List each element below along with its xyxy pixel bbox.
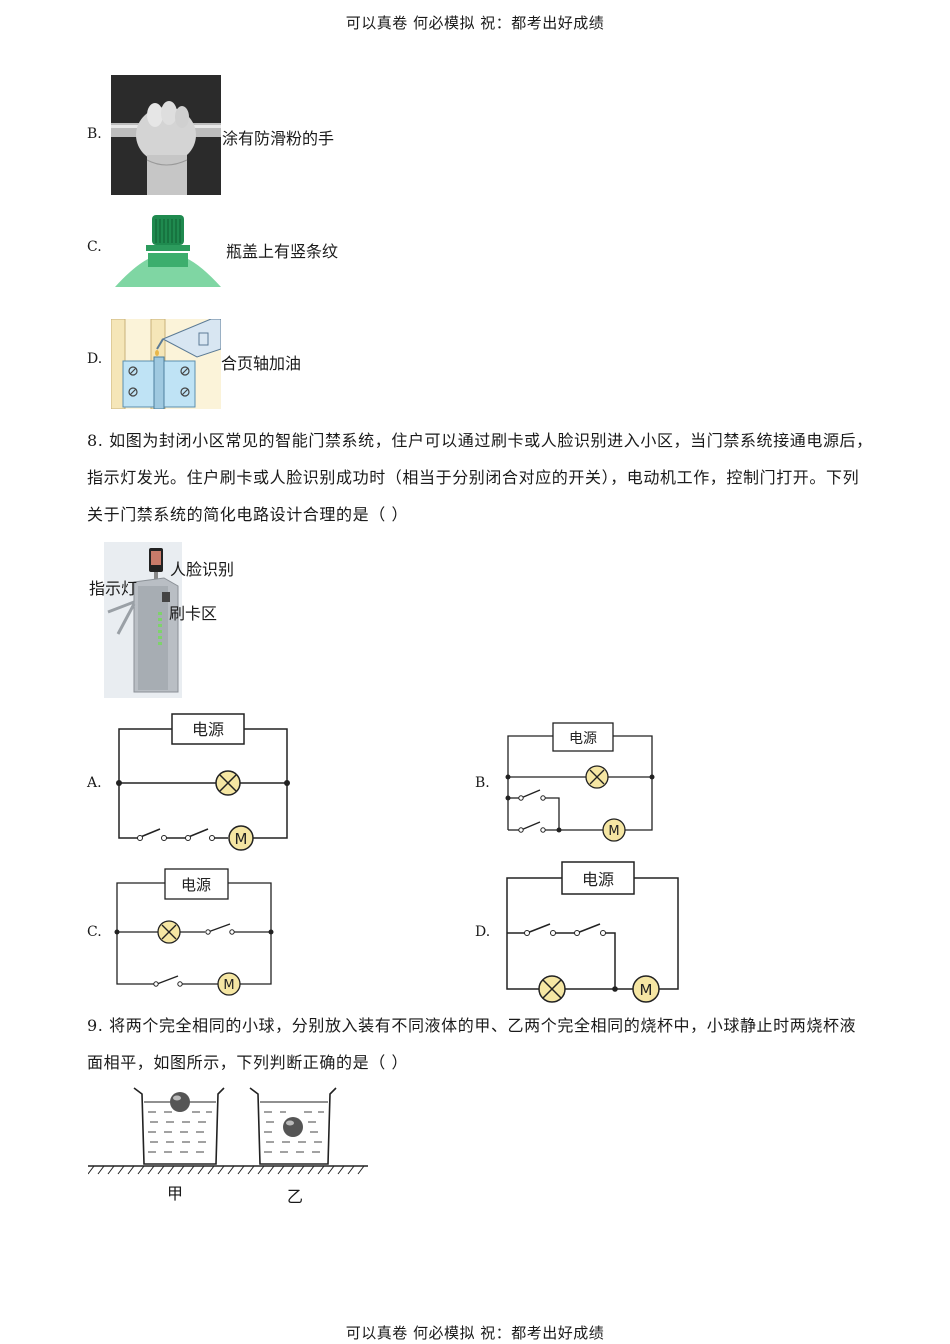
circuit-a-motor-label: M	[235, 830, 248, 848]
access-gate-photo	[104, 542, 182, 698]
q8-line-1: 8. 如图为封闭小区常见的智能门禁系统，住户可以通过刷卡或人脸识别进入小区，当门…	[87, 431, 873, 450]
card-area-label: 刷卡区	[169, 604, 218, 623]
circuit-d-power-label: 电源	[582, 870, 614, 889]
circuit-diagram-b: 电源 M	[495, 718, 665, 844]
page-footer: 可以真卷 何必模拟 祝：都考出好成绩	[345, 1324, 605, 1342]
circuit-diagram-a: 电源 M	[110, 705, 300, 857]
option-b-text: 涂有防滑粉的手	[222, 129, 335, 148]
option-c-text: 瓶盖上有竖条纹	[226, 242, 339, 261]
circuit-diagram-c: 电源 M	[108, 864, 280, 1000]
circuit-d-motor-label: M	[640, 981, 653, 999]
circuit-b-power-label: 电源	[569, 731, 597, 747]
circuit-diagram-d: 电源 M	[495, 856, 687, 1006]
page-header: 可以真卷 何必模拟 祝：都考出好成绩	[345, 14, 605, 32]
hinge-oil-illustration	[110, 318, 222, 410]
option-c-letter: C.	[87, 239, 102, 255]
q8-line-2: 指示灯发光。住户刷卡或人脸识别成功时（相当于分别闭合对应的开关），电动机工作，控…	[87, 468, 860, 487]
circuit-c-power-label: 电源	[181, 876, 211, 894]
q9-line-2: 面相平，如图所示，下列判断正确的是（ ）	[87, 1053, 409, 1072]
indicator-light-label: 指示灯	[89, 579, 138, 598]
circuit-d-letter: D.	[475, 924, 491, 940]
beakers-diagram	[87, 1084, 370, 1176]
option-d-text: 合页轴加油	[221, 354, 302, 373]
q9-line-1: 9. 将两个完全相同的小球，分别放入装有不同液体的甲、乙两个完全相同的烧杯中，小…	[87, 1016, 857, 1035]
face-recognition-label: 人脸识别	[170, 560, 235, 579]
hand-grip-photo	[111, 75, 221, 195]
circuit-c-motor-label: M	[223, 978, 234, 993]
beaker-yi-label: 乙	[287, 1187, 304, 1206]
circuit-a-power-label: 电源	[192, 720, 224, 739]
q8-line-3: 关于门禁系统的简化电路设计合理的是（ ）	[87, 505, 409, 524]
circuit-c-letter: C.	[87, 924, 102, 940]
option-d-letter: D.	[87, 351, 103, 367]
beaker-jia-label: 甲	[167, 1184, 184, 1203]
circuit-b-motor-label: M	[608, 824, 619, 839]
bottle-cap-photo	[115, 213, 221, 287]
option-b-letter: B.	[87, 126, 102, 142]
circuit-b-letter: B.	[475, 775, 490, 791]
circuit-a-letter: A.	[87, 775, 102, 791]
